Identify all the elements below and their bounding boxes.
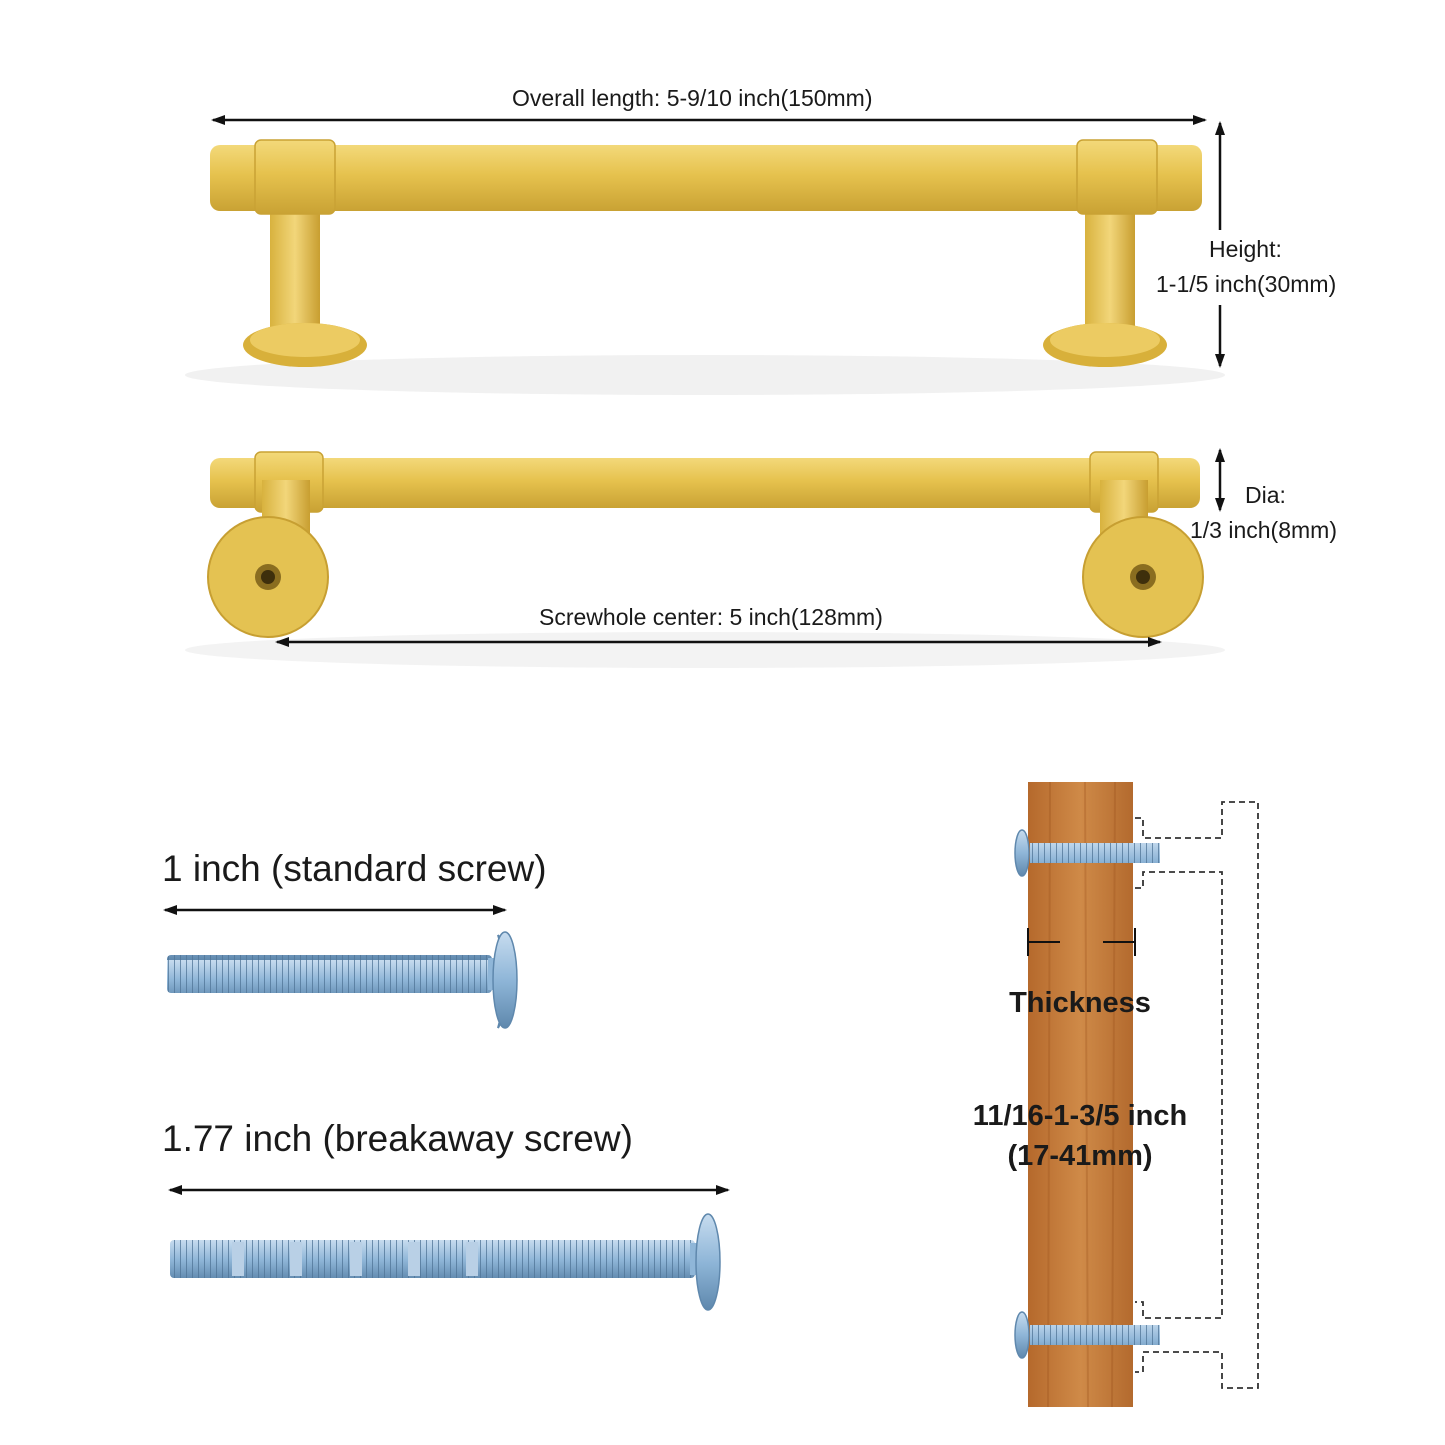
thickness-label: Thickness <box>1009 987 1151 1019</box>
height-value: 1-1/5 inch(30mm) <box>1156 271 1337 297</box>
wood-panel <box>1028 782 1133 1407</box>
dia-value: 1/3 inch(8mm) <box>1190 517 1337 543</box>
panel-screw-top-icon <box>1014 829 1160 877</box>
breakaway-screw-icon <box>170 1213 721 1311</box>
standard-screw-icon <box>167 931 518 1029</box>
overall-length-label: Overall length: 5-9/10 inch(150mm) <box>512 85 873 111</box>
mounting-diagram <box>1014 781 1259 1408</box>
screwhole-center-label: Screwhole center: 5 inch(128mm) <box>539 604 883 630</box>
panel-screw-bottom-icon <box>1014 1311 1160 1359</box>
thickness-range: 11/16-1-3/5 inch <box>972 1100 1188 1132</box>
dia-title: Dia: <box>1245 482 1286 508</box>
handle-angled-view <box>185 451 1225 668</box>
handle-side-view <box>185 139 1225 395</box>
height-title: Height: <box>1209 236 1282 262</box>
breakaway-screw-label: 1.77 inch (breakaway screw) <box>162 1118 633 1159</box>
standard-screw-label: 1 inch (standard screw) <box>162 848 547 889</box>
thickness-mm: (17-41mm) <box>1007 1140 1153 1172</box>
